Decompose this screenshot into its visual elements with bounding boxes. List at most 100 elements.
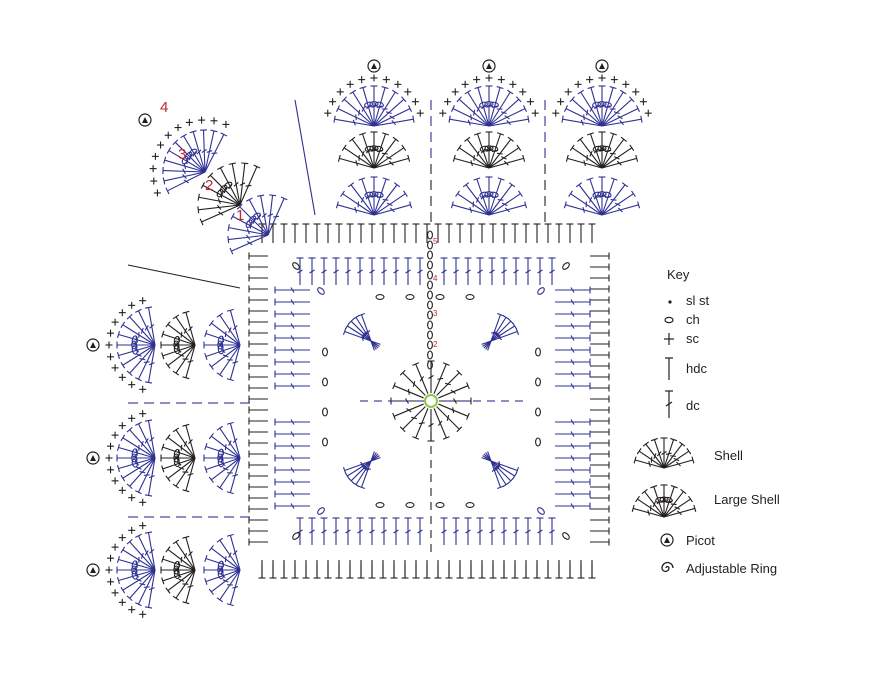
stitch-line bbox=[570, 299, 575, 305]
stitch-line bbox=[335, 105, 341, 112]
stitch-line bbox=[438, 420, 443, 426]
stitch-line bbox=[665, 452, 672, 455]
stitch-line bbox=[506, 120, 512, 126]
stitch-line bbox=[577, 136, 584, 142]
chain-stitch bbox=[184, 151, 193, 160]
stitch-line bbox=[358, 177, 366, 181]
stitch-line bbox=[116, 555, 120, 564]
chain-stitch bbox=[484, 101, 494, 107]
stitch-line bbox=[232, 550, 238, 556]
chain-stitch bbox=[217, 570, 224, 580]
stitch-line bbox=[401, 144, 407, 152]
chain-stitch bbox=[427, 240, 433, 250]
stitch-line bbox=[513, 269, 519, 274]
chain-stitch bbox=[131, 570, 138, 580]
stitch-line bbox=[232, 438, 238, 444]
chain-stitch bbox=[173, 453, 180, 463]
chain-stitch bbox=[427, 320, 433, 330]
chain-stitch bbox=[322, 437, 328, 447]
stitch-line bbox=[473, 109, 476, 116]
stitch-line bbox=[506, 89, 514, 95]
stitch-line bbox=[524, 201, 528, 209]
chain-stitch bbox=[592, 191, 602, 198]
center-spokes bbox=[292, 230, 570, 552]
adjustable-ring-icon bbox=[661, 561, 674, 573]
chain-stitch bbox=[217, 345, 224, 355]
stitch-line bbox=[476, 106, 481, 112]
stitch-line bbox=[208, 476, 214, 483]
stitch-line bbox=[182, 376, 190, 380]
stitch-line bbox=[609, 152, 616, 155]
stitch-line bbox=[165, 587, 171, 594]
stitch-line bbox=[515, 328, 520, 335]
stitch-line bbox=[507, 136, 514, 142]
stitch-line bbox=[442, 362, 450, 366]
stitch-line bbox=[144, 325, 149, 331]
stitch-line bbox=[465, 529, 471, 534]
stitch-line bbox=[589, 106, 594, 112]
stitch-line bbox=[586, 109, 589, 116]
stitch-line bbox=[290, 467, 295, 473]
stitch-line bbox=[226, 378, 234, 382]
stitch-line bbox=[207, 172, 214, 179]
stitch-line bbox=[525, 529, 531, 534]
stitch-line bbox=[474, 86, 482, 90]
sl-st-icon bbox=[668, 300, 672, 304]
stitch-line bbox=[143, 474, 150, 476]
stitch-line bbox=[200, 182, 205, 189]
chain-stitch bbox=[427, 340, 433, 350]
stitch-line bbox=[208, 545, 214, 552]
chain-stitch bbox=[592, 101, 602, 108]
chain-stitch bbox=[217, 453, 224, 463]
chain-stitch bbox=[131, 458, 138, 468]
stitch-line bbox=[126, 483, 133, 490]
stitch-line bbox=[357, 269, 363, 274]
stitch-line bbox=[149, 323, 155, 329]
stitch-line bbox=[680, 488, 687, 495]
stitch-line bbox=[391, 120, 397, 126]
stitch-line bbox=[227, 236, 230, 244]
stitch-line bbox=[120, 321, 126, 329]
chain-stitch bbox=[465, 294, 475, 300]
stitch-line bbox=[661, 451, 667, 455]
stitch-line bbox=[226, 491, 234, 495]
chain-stitch bbox=[217, 335, 224, 345]
stitch-line bbox=[570, 383, 575, 389]
stitch-line bbox=[388, 160, 394, 166]
stitch-line bbox=[165, 362, 171, 369]
stitch-line bbox=[335, 201, 339, 209]
stitch-line bbox=[570, 467, 575, 473]
chain-stitch bbox=[562, 262, 570, 270]
stitch-line bbox=[614, 156, 620, 160]
picot-mark bbox=[599, 63, 605, 69]
stitch-line bbox=[456, 144, 462, 152]
stitch-line bbox=[136, 578, 142, 582]
stitch-line bbox=[321, 269, 327, 274]
stitch-line bbox=[290, 335, 295, 341]
stitch-line bbox=[309, 269, 315, 274]
picot-stitch bbox=[482, 59, 496, 73]
stitch-line bbox=[139, 471, 146, 474]
stitch-line bbox=[382, 132, 389, 136]
stitch-line bbox=[441, 269, 447, 274]
stitch-line bbox=[670, 437, 678, 442]
stitch-line bbox=[189, 130, 197, 134]
chain-stitch bbox=[173, 335, 180, 345]
stitch-line bbox=[246, 240, 253, 246]
stitch-line bbox=[513, 529, 519, 534]
stitch-line bbox=[417, 269, 423, 274]
chain-stitch bbox=[248, 215, 257, 224]
stitch-line bbox=[589, 150, 593, 157]
stitch-line bbox=[675, 461, 681, 467]
stitch-line bbox=[208, 588, 214, 595]
chain-stitch bbox=[364, 145, 374, 152]
stitch-line bbox=[364, 330, 368, 337]
stitch-line bbox=[491, 331, 498, 334]
stitch-line bbox=[401, 96, 407, 103]
picot-icon bbox=[660, 533, 674, 547]
chain-stitch bbox=[435, 502, 445, 508]
stitch-line bbox=[269, 194, 277, 197]
stitch-line bbox=[201, 148, 208, 154]
stitch-line bbox=[389, 207, 395, 213]
chain-stitch bbox=[369, 191, 379, 198]
